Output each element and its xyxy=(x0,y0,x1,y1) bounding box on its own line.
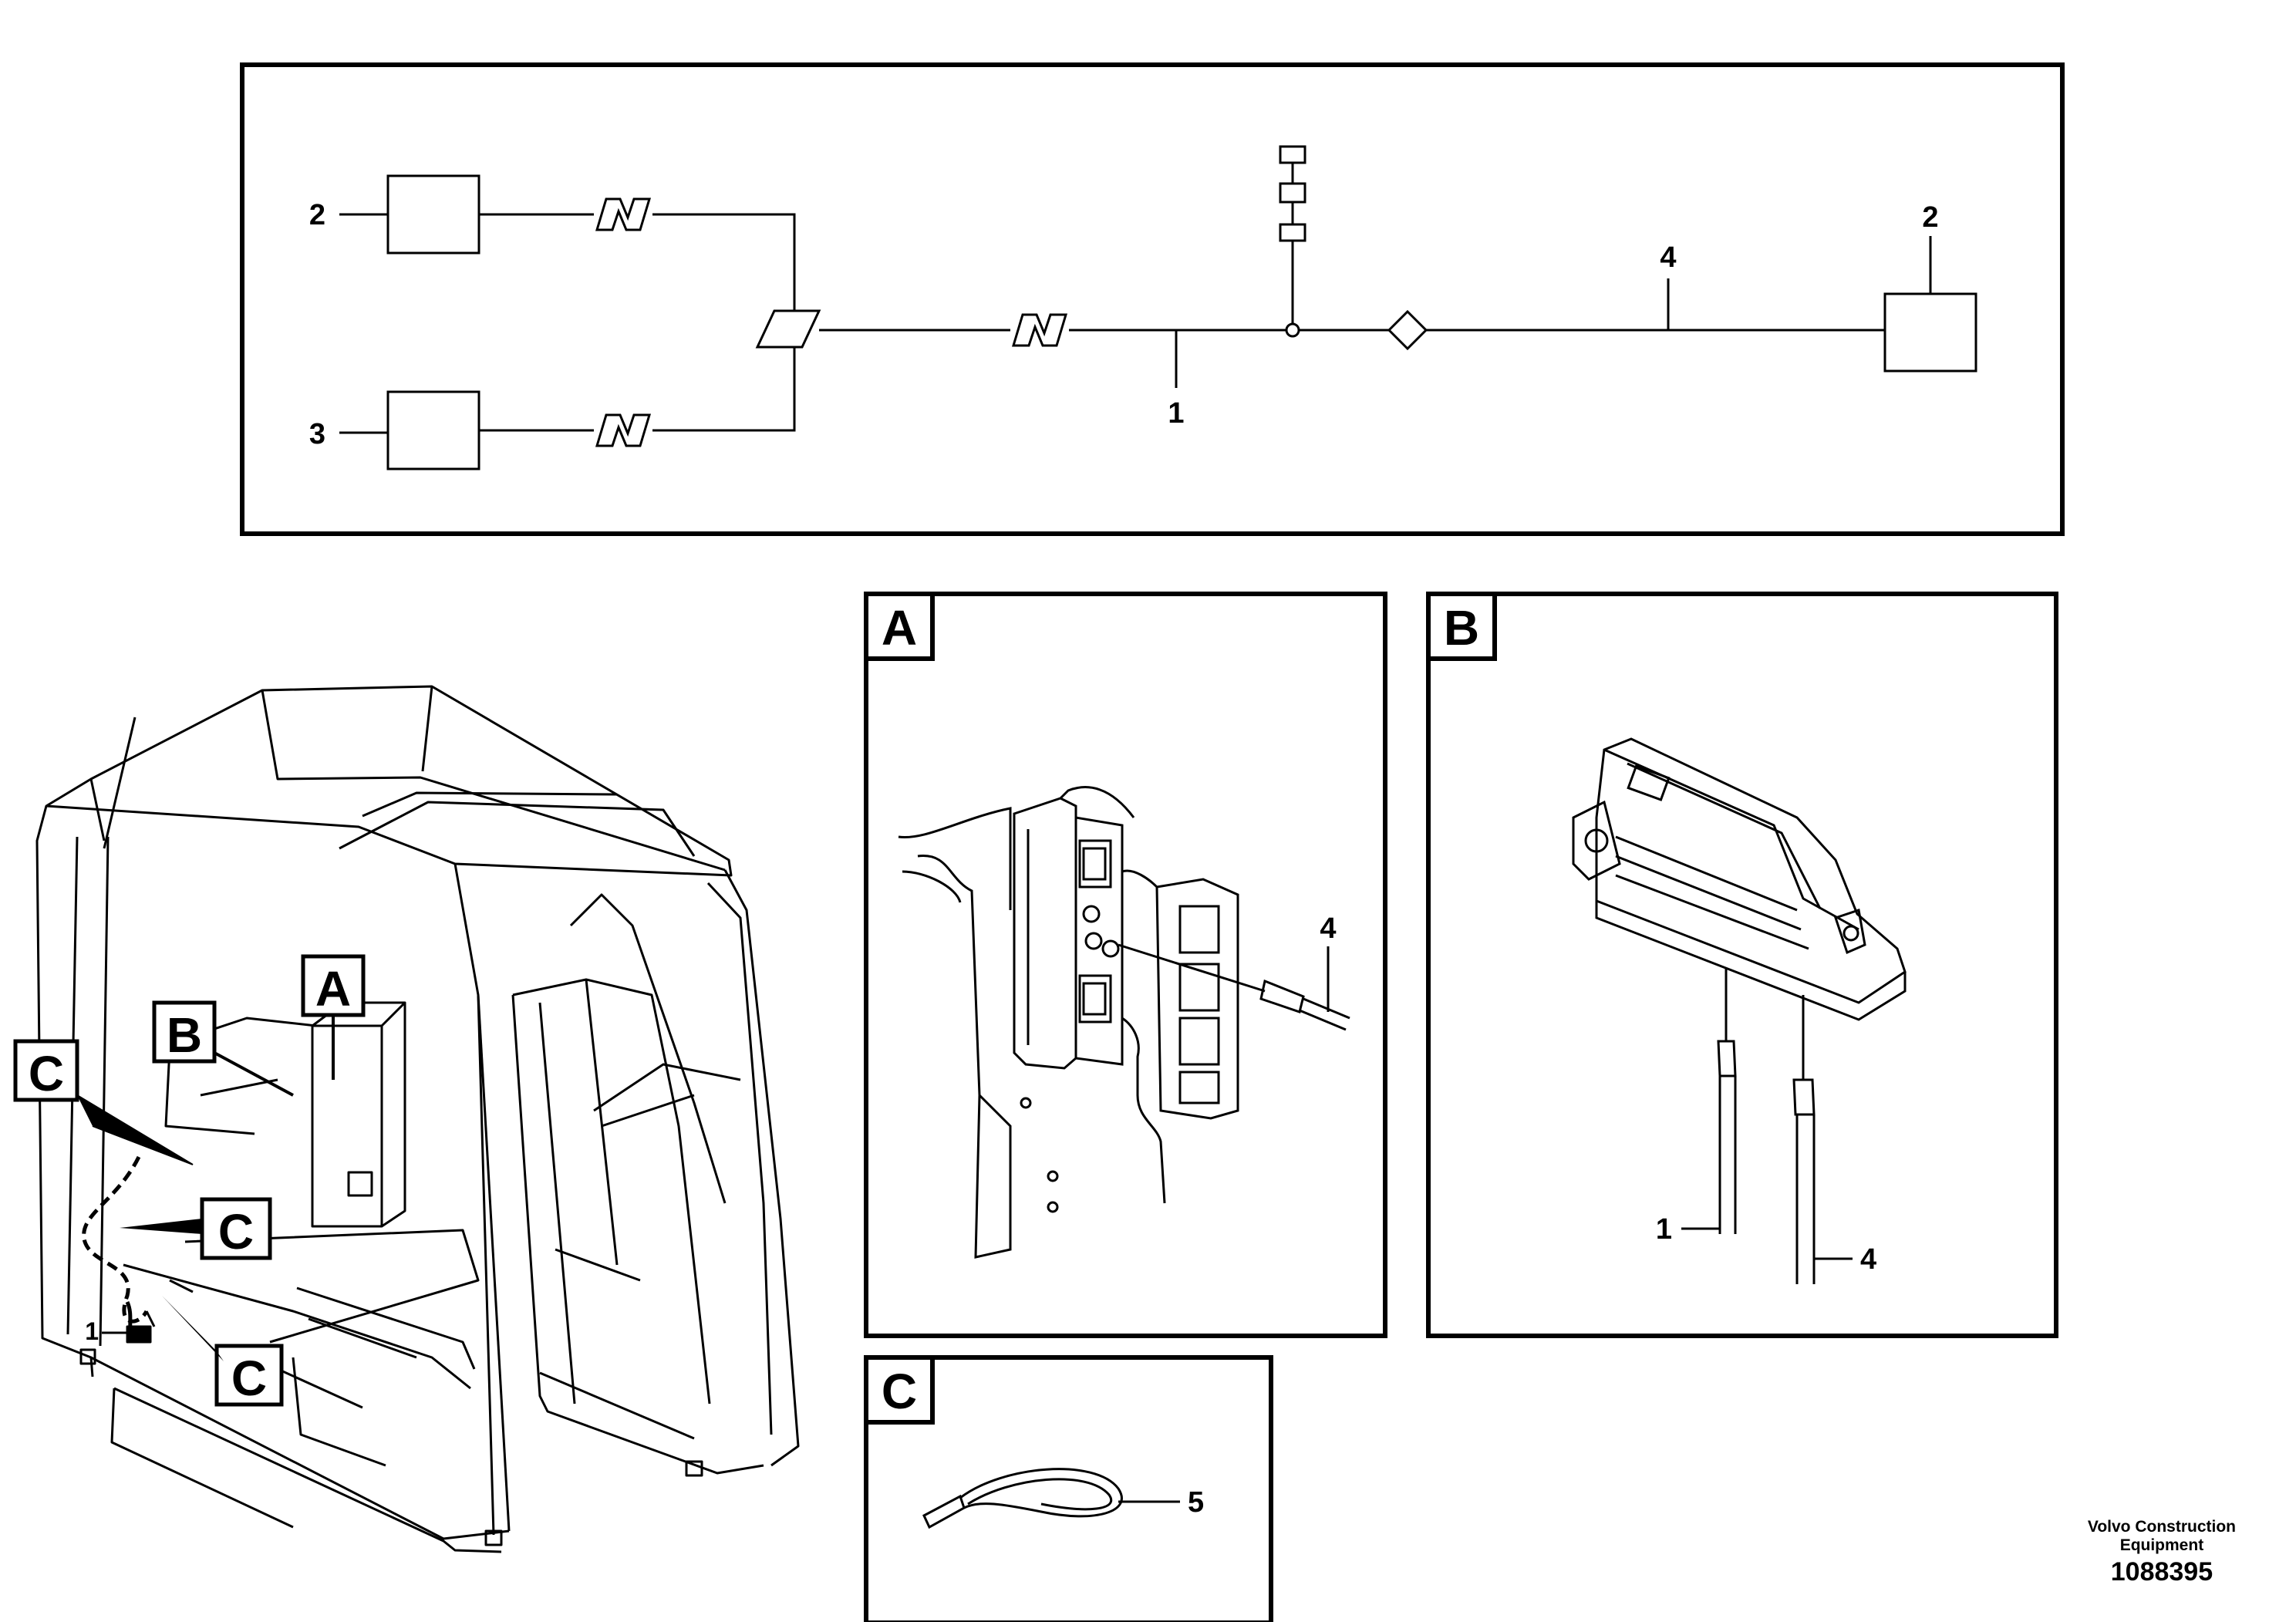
connector-symbol-bottom xyxy=(594,413,652,447)
component-box-3 xyxy=(386,390,480,470)
callout-box-b xyxy=(152,1000,217,1064)
wiring-schematic: 2 3 1 4 2 xyxy=(240,62,2065,536)
cab-callouts: A B C C C 1 xyxy=(13,954,366,1407)
detail-b-item-1: 1 xyxy=(1656,1213,1672,1246)
footer-brand-block: Volvo Construction Equipment 1088395 xyxy=(2088,1518,2236,1589)
footer-brand-line2: Equipment xyxy=(2119,1536,2204,1554)
detail-b-item-4: 4 xyxy=(1860,1243,1876,1276)
callout-c-3: C xyxy=(231,1351,267,1406)
splice-node xyxy=(1285,322,1300,338)
label-3: 3 xyxy=(309,418,325,450)
detail-a-title: A xyxy=(882,600,917,656)
callout-c-1: C xyxy=(29,1046,64,1101)
callout-b: B xyxy=(167,1007,202,1063)
diamond-connector xyxy=(1387,309,1428,351)
footer-brand-line1: Volvo Construction xyxy=(2087,1518,2236,1536)
junction-symbol xyxy=(755,309,821,349)
terminal-3 xyxy=(1279,223,1306,242)
component-box-2-right xyxy=(1883,292,1977,373)
connector-symbol-top xyxy=(594,197,652,231)
callout-box-c-3 xyxy=(214,1344,284,1407)
callout-a: A xyxy=(315,961,351,1017)
connector-symbol-main xyxy=(1010,313,1069,347)
callout-box-a xyxy=(301,954,366,1017)
terminal-2 xyxy=(1279,182,1306,204)
cable-tie-icon xyxy=(922,1468,1123,1529)
label-1: 1 xyxy=(1168,397,1184,430)
callout-box-c-1 xyxy=(13,1039,79,1102)
cab-illustration xyxy=(35,685,800,1553)
callout-box-c-2 xyxy=(200,1197,272,1260)
label-2-left: 2 xyxy=(309,199,325,231)
detail-c-panel: C 5 xyxy=(864,1355,1273,1622)
detail-c-title: C xyxy=(882,1364,917,1419)
detail-b-panel: B 1 4 xyxy=(1426,592,2058,1338)
callout-c-2: C xyxy=(218,1204,254,1259)
detail-b-title: B xyxy=(1444,600,1479,656)
terminal-1 xyxy=(1279,145,1306,164)
detail-a-item-4: 4 xyxy=(1320,912,1336,945)
label-4: 4 xyxy=(1660,241,1676,274)
detail-c-item-5: 5 xyxy=(1188,1486,1204,1519)
cab-item-1: 1 xyxy=(85,1317,99,1345)
drawing-number: 1088395 xyxy=(2110,1557,2213,1587)
label-2-right: 2 xyxy=(1922,201,1938,234)
detail-a-panel: A xyxy=(864,592,1387,1338)
component-box-2-left xyxy=(386,174,480,255)
